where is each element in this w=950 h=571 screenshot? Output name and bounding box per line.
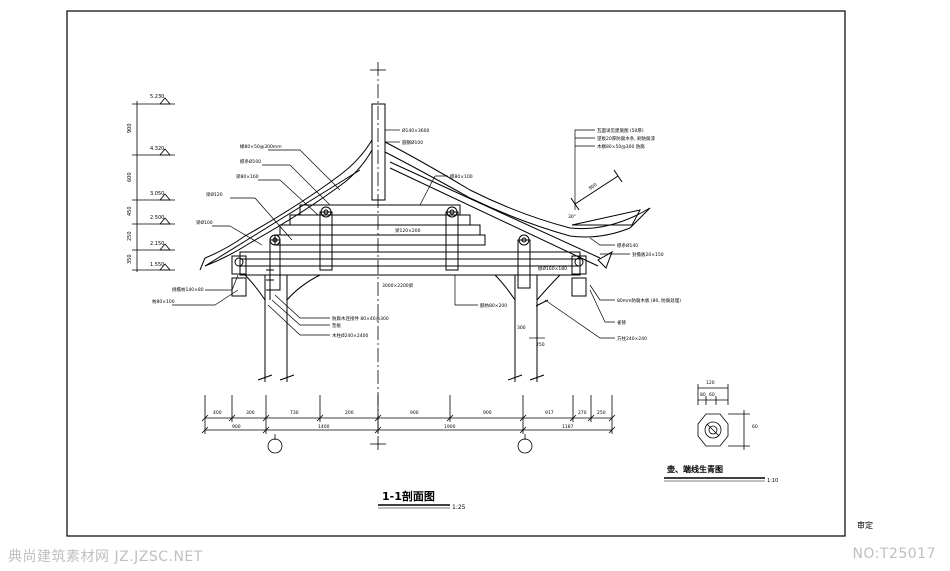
dim-top: 730 <box>290 410 299 416</box>
callout-ridge: 圆钢Ø100 <box>402 139 423 146</box>
dim-top: 917 <box>545 410 554 416</box>
dim-bottom: 1400 <box>318 424 330 430</box>
callout-mid-right: 檩Ø160×180 <box>538 265 567 272</box>
callout-beam-a: 梁80×160 <box>236 173 259 180</box>
detail-dim-a: 80 <box>700 392 706 398</box>
elevation-label: 2.500 <box>150 215 164 221</box>
callout-purlin-a: 檩条Ø100 <box>240 158 261 165</box>
callout-mid-tie: 额枋80×200 <box>480 302 507 309</box>
callout-post: Ø140×3600 <box>402 127 429 134</box>
elevation-label: 5.230 <box>150 94 164 100</box>
callout-right-7: 雀替 <box>617 319 626 326</box>
detail-dim-b: 60 <box>709 392 715 398</box>
detail-drawing <box>697 384 750 450</box>
callout-right-2: 望板20厚防腐木条, 刷防腐漆 <box>597 135 656 142</box>
callout-dim-post: 250 <box>536 342 545 348</box>
center-axis <box>370 62 386 452</box>
dim-top: 250 <box>597 410 606 416</box>
dim-bottom: 1187 <box>562 424 574 430</box>
detail-scale: 1:10 <box>767 478 778 484</box>
callout-right-8: 方柱240×240 <box>617 335 647 342</box>
detail-title: 壶、端线生青图 <box>667 464 723 474</box>
section-scale: 1:25 <box>452 504 466 511</box>
callout-dim-slope: 800 <box>588 182 599 192</box>
callout-dim-small: 300 <box>517 325 526 331</box>
elevation-gap: 900 <box>127 123 133 133</box>
callout-beam-c: 梁Ø100 <box>196 219 213 226</box>
elevation-scale <box>132 97 175 272</box>
elevation-label: 3.050 <box>150 191 164 197</box>
callout-mid-beam: 梁120×200 <box>395 227 421 234</box>
dim-bottom: 1900 <box>444 424 456 430</box>
dim-top: 900 <box>410 410 419 416</box>
callout-bottom-2: 垫板 <box>332 322 341 329</box>
callout-eave-1: 挑檐枋140×80 <box>172 286 204 293</box>
dimension-chains <box>201 395 616 454</box>
elevation-gap: 350 <box>127 254 133 264</box>
elevation-label: 1.550 <box>150 262 164 268</box>
leader-lines <box>172 129 630 339</box>
elevation-label: 2.150 <box>150 241 164 247</box>
callout-dim-angle: 30° <box>568 214 576 220</box>
elevation-gap: 450 <box>127 206 133 216</box>
callout-right-6: 封檐板20×150 <box>632 251 664 258</box>
callout-rafter-a: 椽80×50@300mm <box>240 143 282 150</box>
elevation-gap: 600 <box>127 172 133 182</box>
detail-dim-side: 60 <box>752 424 758 430</box>
dim-bottom: 900 <box>232 424 241 430</box>
section-title: 1-1剖面图 <box>382 489 435 503</box>
detail-dim-top: 120 <box>706 380 715 386</box>
callout-bottom-3: 木柱Ø240×2400 <box>332 332 368 339</box>
callout-mid-label: 3000×2200梁 <box>382 282 414 289</box>
dim-top: 270 <box>578 410 587 416</box>
callout-beam-b: 梁Ø120 <box>206 191 223 198</box>
dim-top: 300 <box>246 410 255 416</box>
callout-right-5: 檩条Ø140 <box>617 242 638 249</box>
elevation-label: 4.320 <box>150 146 164 152</box>
callout-eave-2: 枋80×100 <box>152 298 175 305</box>
drawing-border <box>66 10 846 537</box>
callout-right-1: 瓦面详见建施图 (50厚) <box>597 127 644 134</box>
callout-rafter-b: 檩80×100 <box>450 173 473 180</box>
callout-bottom-1: 防腐木连接件 80×40@300 <box>332 315 389 322</box>
elevation-gap: 250 <box>127 231 133 241</box>
dim-top: 200 <box>345 410 354 416</box>
callout-right-3: 木椽80×50@300 防腐 <box>597 143 645 150</box>
callout-texts: Ø140×3600 圆钢Ø100 椽80×50@300mm 檩条Ø100 梁80… <box>152 127 681 348</box>
dim-top: 900 <box>483 410 492 416</box>
callout-right-4: 80mm防腐木板 (80, 防腐处理) <box>617 297 681 304</box>
corner-stamp: 审定 <box>857 520 873 530</box>
watermark-left: 典尚建筑素材网 JZ.JZSC.NET <box>8 549 203 565</box>
watermark-right: NO:T25017 <box>852 546 936 562</box>
dimension-values: 400 300 730 200 900 900 917 270 250 900 … <box>213 410 606 430</box>
dim-top: 400 <box>213 410 222 416</box>
